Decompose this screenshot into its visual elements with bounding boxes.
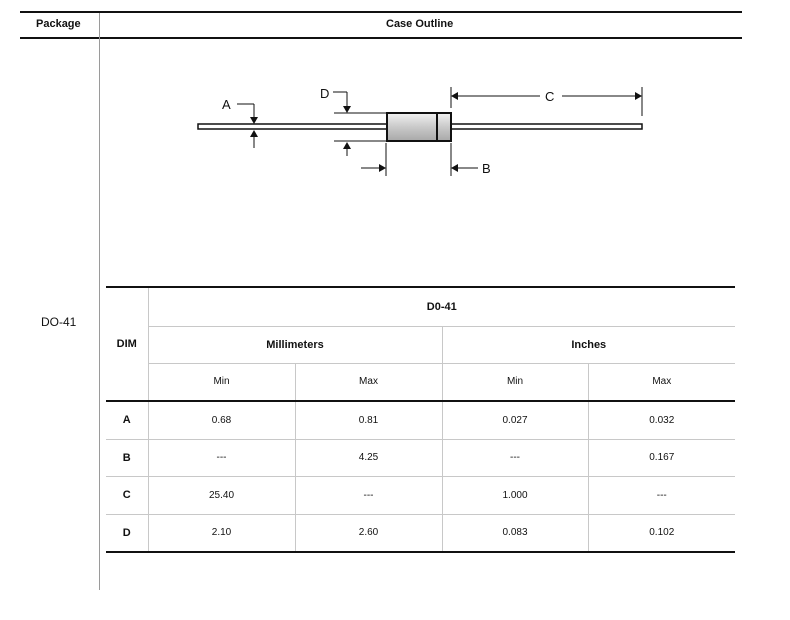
dim-label-c: C — [545, 89, 554, 104]
inches-header: Inches — [442, 326, 736, 364]
millimeters-header: Millimeters — [148, 326, 443, 364]
mm-max-value: 4.25 — [295, 439, 443, 477]
mm-min-header: Min — [148, 363, 296, 402]
in-max-header: Max — [588, 363, 736, 402]
mm-min-value: --- — [148, 439, 296, 477]
case-outline-column-header: Case Outline — [386, 18, 454, 30]
table-row: A 0.68 0.81 0.027 0.032 — [106, 401, 736, 440]
package-column-header: Package — [36, 18, 81, 30]
in-max-value: 0.032 — [588, 401, 736, 440]
table-row: B --- 4.25 --- 0.167 — [106, 439, 736, 477]
dim-label-a: A — [222, 97, 231, 112]
mm-max-header: Max — [295, 363, 443, 402]
in-max-value: --- — [588, 476, 736, 515]
row-dim: C — [106, 476, 149, 515]
package-name: DO-41 — [41, 315, 77, 329]
row-dim: D — [106, 514, 149, 553]
table-title: D0-41 — [148, 286, 736, 327]
column-divider — [99, 13, 100, 590]
mm-max-value: 0.81 — [295, 401, 443, 440]
header-bottom-rule — [20, 37, 742, 39]
outline-drawing: A D C B — [197, 86, 643, 176]
mm-min-value: 0.68 — [148, 401, 296, 440]
dim-header: DIM — [106, 286, 149, 402]
mm-max-value: 2.60 — [295, 514, 443, 553]
in-min-value: 0.027 — [442, 401, 589, 440]
table-row: C 25.40 --- 1.000 --- — [106, 476, 736, 515]
in-min-value: 1.000 — [442, 476, 589, 515]
mm-min-value: 2.10 — [148, 514, 296, 553]
in-max-value: 0.167 — [588, 439, 736, 477]
dim-label-b: B — [482, 161, 491, 176]
table-row: D 2.10 2.60 0.083 0.102 — [106, 514, 736, 553]
diode-body — [386, 112, 452, 142]
header-top-rule — [20, 11, 742, 13]
row-dim: A — [106, 401, 149, 440]
in-max-value: 0.102 — [588, 514, 736, 553]
dim-label-d: D — [320, 86, 329, 101]
in-min-value: 0.083 — [442, 514, 589, 553]
in-min-value: --- — [442, 439, 589, 477]
dimensions-table: DIM D0-41 Millimeters Inches Min Max Min… — [106, 286, 736, 553]
mm-min-value: 25.40 — [148, 476, 296, 515]
row-dim: B — [106, 439, 149, 477]
in-min-header: Min — [442, 363, 589, 402]
mm-max-value: --- — [295, 476, 443, 515]
